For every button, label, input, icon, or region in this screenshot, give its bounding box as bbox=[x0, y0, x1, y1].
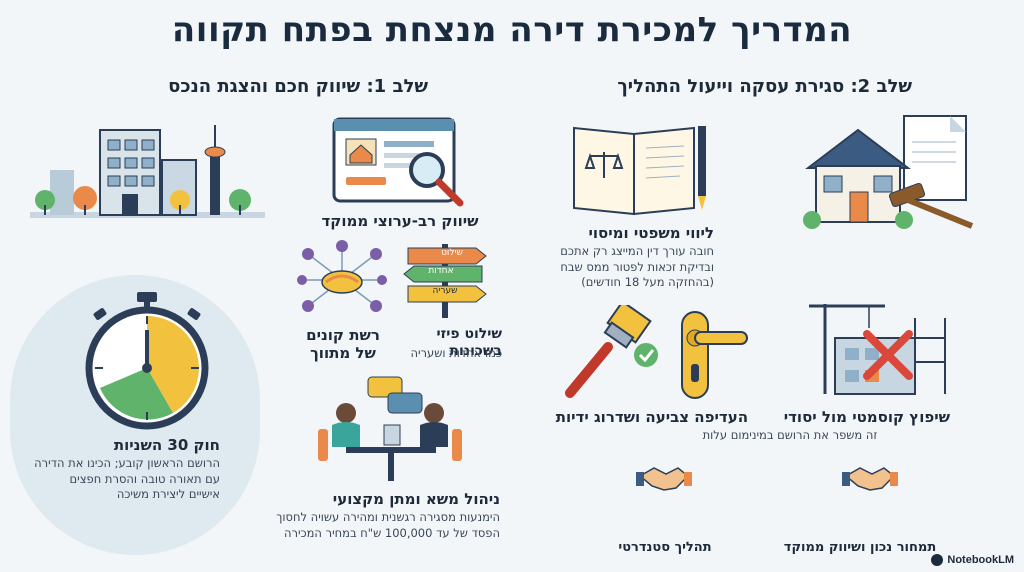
rule30-desc-line1: הרושם הראשון קובע; הכינו את הדירה bbox=[34, 456, 220, 470]
handshake-icon bbox=[842, 467, 898, 491]
stage1-heading: שלב 1: שיווק חכם והצגת הנכס bbox=[168, 76, 428, 97]
rule30-desc-line2: עם תאורה טובה והסרת חפצים bbox=[69, 471, 220, 486]
pricing-label: תמחור נכון ושיווק ממוקד bbox=[783, 540, 937, 555]
handshake-icon bbox=[636, 467, 692, 491]
brand-name: NotebookLM bbox=[947, 554, 1014, 566]
negotiation-label: ניהול משא ומתן מקצועי bbox=[332, 490, 500, 508]
page-title: המדריך למכירת דירה מנצחת בפתח תקווה bbox=[171, 10, 853, 50]
buyers-label-line1: רשת קונים bbox=[306, 326, 380, 344]
city-buildings-icon bbox=[30, 125, 265, 218]
legal-desc-line2: ובדיקת זכאות לפטור ממס שבח bbox=[560, 259, 714, 274]
renovation-label: שיפוץ קוסמטי מול יסודי bbox=[783, 408, 950, 426]
paint-brush-icon bbox=[565, 305, 658, 398]
signage-desc: כמו אחדות ושעריה bbox=[410, 346, 502, 360]
rule30-desc-line3: אישיים ליצירת משיכה bbox=[116, 487, 220, 502]
signpost-icon bbox=[403, 244, 487, 318]
stopwatch-icon bbox=[85, 292, 209, 430]
sign-text-1: שילוט bbox=[441, 248, 463, 258]
legal-desc-line3: (בהחזקה מעל 18 חודשים) bbox=[581, 275, 714, 290]
legal-desc-line1: חובה עורך דין המייצג רק אתכם bbox=[560, 244, 714, 258]
sign-text-3: אחדות bbox=[428, 266, 454, 276]
negotiation-desc-line1: הימנעות מסגירה רגשנית ומהירה עשויה לחסוך bbox=[276, 510, 500, 524]
buyers-network-icon bbox=[297, 240, 387, 312]
renovation-desc: זה משפר את הרושם במינימום עלות bbox=[702, 428, 878, 442]
negotiation-desc-line2: הפסד של עד 100,000 ש"ח במחיר המכירה bbox=[283, 525, 500, 540]
brand-logo: NotebookLM bbox=[931, 554, 1014, 566]
house-gavel-icon bbox=[803, 115, 974, 229]
construction-cross-icon bbox=[809, 304, 946, 395]
stage2-heading: שלב 2: סגירת עסקה וייעול התהליך bbox=[617, 76, 912, 97]
negotiation-meeting-icon bbox=[318, 376, 462, 481]
cosmetic-label: העדיפה צביעה ושדרוג ידיות bbox=[555, 408, 748, 426]
laptop-magnifier-icon bbox=[332, 117, 464, 207]
standard-process-label: תהליך סטנדרטי bbox=[618, 540, 712, 555]
law-book-icon bbox=[573, 126, 706, 216]
sign-text-4: שעריה bbox=[432, 286, 458, 296]
notebooklm-logo-icon bbox=[931, 554, 944, 566]
buyers-label-line2: של מתווך bbox=[310, 344, 376, 362]
marketing-label: שיווק רב-ערוצי ממוקד bbox=[321, 212, 479, 230]
signage-label: שילוט פיזי בשכונות bbox=[436, 326, 502, 359]
door-handle-icon bbox=[681, 311, 748, 399]
rule30-label: חוק 30 השניות bbox=[113, 436, 220, 454]
legal-label: ליווי משפטי ומיסוי bbox=[588, 224, 714, 242]
